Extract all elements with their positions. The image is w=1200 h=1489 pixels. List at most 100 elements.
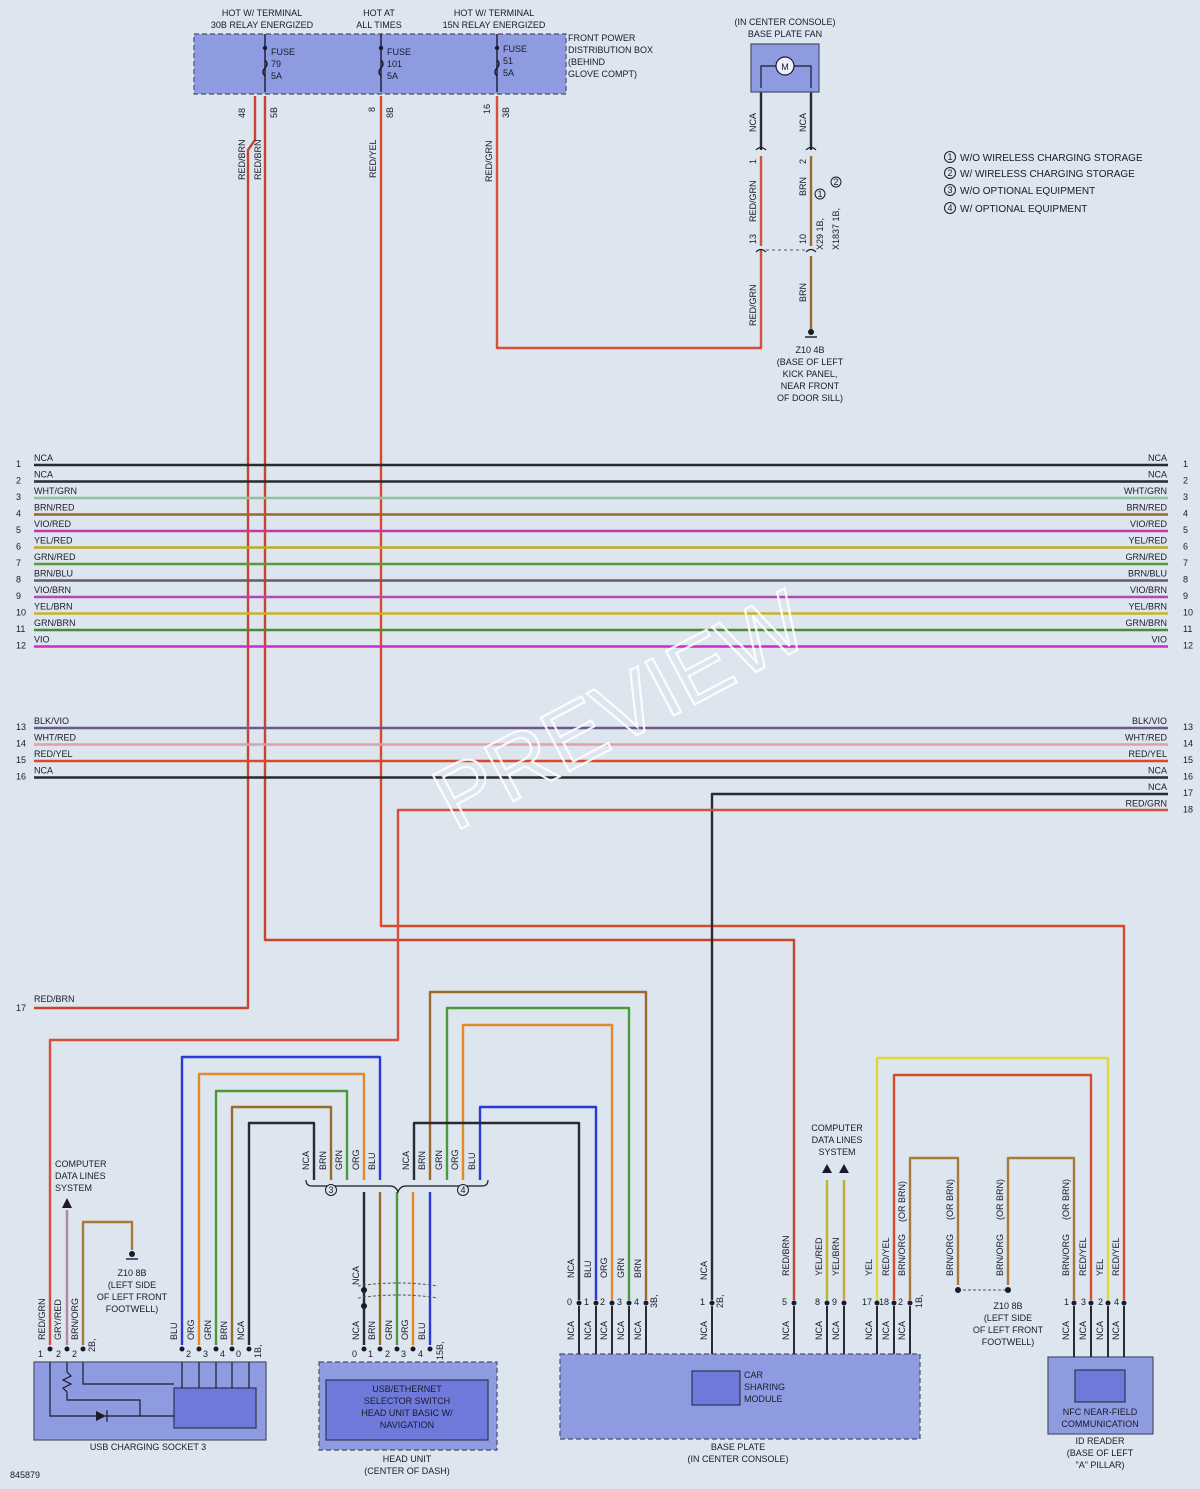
legend-text-3: W/O OPTIONAL EQUIPMENT xyxy=(960,186,1095,197)
usb-data-1: COMPUTER xyxy=(55,1159,107,1169)
data-arrow-icon xyxy=(822,1164,832,1173)
splice3-wire-3: GRN xyxy=(334,1150,344,1170)
hu-pin-3: 2 xyxy=(385,1349,390,1359)
hu-name-2: (CENTER OF DASH) xyxy=(364,1466,450,1476)
wire-layer xyxy=(34,88,1168,1345)
id-upper-2: RED/YEL xyxy=(1078,1237,1088,1276)
bp-name-2: (IN CENTER CONSOLE) xyxy=(687,1454,788,1464)
mg-or-brn-2: (OR BRN) xyxy=(995,1179,1005,1220)
fan-pin-1: 1 xyxy=(748,159,758,164)
bp-c-upper-5: BRN/ORG xyxy=(897,1234,907,1276)
usb-wire-6: GRN xyxy=(203,1320,213,1340)
id-upper-1: BRN/ORG xyxy=(1061,1234,1071,1276)
bus-label-left-13: BLK/VIO xyxy=(34,716,69,726)
id-pin-3: 2 xyxy=(1098,1297,1103,1307)
bus-num-left-6: 6 xyxy=(16,542,21,552)
bp-c-lower-4: NCA xyxy=(881,1321,891,1340)
bp-a-conn: 3B, xyxy=(649,1294,659,1308)
bp-inner-1: CAR xyxy=(744,1370,764,1380)
usb-pin-4: 2 xyxy=(186,1349,191,1359)
fuse-79-wire-b: RED/BRN xyxy=(253,139,263,180)
bp-c-lower-5: NCA xyxy=(897,1321,907,1340)
fuse-icon xyxy=(262,59,268,77)
bus-label-left-2: NCA xyxy=(34,470,53,480)
bp-c-lower-1: NCA xyxy=(814,1321,824,1340)
usb-charging-socket: RED/GRN GRY/RED BRN/ORG 2B, BLU ORG GRN … xyxy=(33,1159,267,1452)
hu-pin-5: 4 xyxy=(418,1349,423,1359)
usb-wire-4: BLU xyxy=(169,1322,179,1340)
wire-hu-blu-top xyxy=(478,1105,598,1300)
id-pin-1: 1 xyxy=(1064,1297,1069,1307)
bus-num-right-8: 8 xyxy=(1183,575,1188,585)
legend-item-4: 4 W/ OPTIONAL EQUIPMENT xyxy=(944,202,1087,215)
splice3-wire-5: BLU xyxy=(367,1152,377,1170)
hu-inner-1: USB/ETHERNET xyxy=(372,1384,442,1394)
hu-wire-1: NCA xyxy=(351,1321,361,1340)
wire-usb-brn-org xyxy=(81,1220,134,1345)
bp-c-pin-0: 5 xyxy=(782,1297,787,1307)
id-lower-2: NCA xyxy=(1078,1321,1088,1340)
hu-wire-3: GRN xyxy=(384,1320,394,1340)
front-power-distribution-box: HOT W/ TERMINAL 30B RELAY ENERGIZED HOT … xyxy=(193,8,653,182)
wire-nca-17 xyxy=(710,792,1168,1300)
fan-ground-3: KICK PANEL, xyxy=(783,369,838,379)
bus-label-left-9: VIO/BRN xyxy=(34,585,71,595)
bp-c-upper-2: YEL/BRN xyxy=(831,1237,841,1276)
bus-label-left-6: YEL/RED xyxy=(34,536,73,546)
bus-num-right-10: 10 xyxy=(1183,608,1193,618)
fuse-51-number: 51 xyxy=(503,56,513,66)
hot-label-2a: HOT AT xyxy=(363,8,395,18)
fan-ground-5: OF DOOR SILL) xyxy=(777,393,843,403)
fuse-101: FUSE 101 5A xyxy=(378,34,411,92)
bp-b-upper: NCA xyxy=(699,1261,709,1280)
bp-c-pin-2: 9 xyxy=(832,1297,837,1307)
bus-label-right-8: BRN/BLU xyxy=(1128,569,1167,579)
connector-pins xyxy=(47,1300,1127,1352)
legend-item-1: 1 W/O WIRELESS CHARGING STORAGE xyxy=(944,151,1143,164)
bp-c-upper-0: RED/BRN xyxy=(781,1235,791,1276)
svg-text:1: 1 xyxy=(817,189,822,199)
fuse-79-label: FUSE xyxy=(271,47,295,57)
usb-pin-3: 2 xyxy=(72,1349,77,1359)
bus-left-17-num: 17 xyxy=(16,1003,26,1013)
bus-num-right-1: 1 xyxy=(1183,459,1188,469)
hot-label-2b: ALL TIMES xyxy=(356,20,402,30)
wire-red-brn-left xyxy=(34,96,257,1010)
bus-num-left-14: 14 xyxy=(16,739,26,749)
hot-label-3a: HOT W/ TERMINAL xyxy=(454,8,534,18)
splice3-wire-2: BRN xyxy=(318,1151,328,1170)
bp-inner-2: SHARING xyxy=(744,1382,785,1392)
bus-label-right-12: VIO xyxy=(1151,635,1167,645)
bp-a-upper-2: ORG xyxy=(599,1257,609,1278)
wire-usb-grn xyxy=(214,1089,349,1345)
bus-label-right-10: YEL/BRN xyxy=(1128,602,1167,612)
bus-label-left-16: NCA xyxy=(34,766,53,776)
bp-a-lower-4: NCA xyxy=(633,1321,643,1340)
fuse-51-label: FUSE xyxy=(503,44,527,54)
bus-label-left-5: VIO/RED xyxy=(34,519,72,529)
fuse-box-outline xyxy=(193,33,567,95)
svg-text:2: 2 xyxy=(833,177,838,187)
fuse-51: FUSE 51 5A xyxy=(494,34,527,92)
middle-ground: BRN/ORG (OR BRN) BRN/ORG (OR BRN) Z10 8B… xyxy=(945,1179,1044,1347)
bus-num-left-3: 3 xyxy=(16,492,21,502)
bus-num-right-14: 14 xyxy=(1183,739,1193,749)
usb-internal-circuit xyxy=(49,1362,174,1417)
splice-bracket: NCA BRN GRN ORG BLU NCA BRN GRN ORG BLU … xyxy=(301,1149,489,1196)
bus-num-left-11: 11 xyxy=(16,624,25,634)
bus-num-right-6: 6 xyxy=(1183,542,1188,552)
hu-inner-2: SELECTOR SWITCH xyxy=(364,1396,450,1406)
bp-inner-3: MODULE xyxy=(744,1394,783,1404)
svg-text:4: 4 xyxy=(460,1185,465,1195)
bus-label-right-4: BRN/RED xyxy=(1126,503,1167,513)
bus-num-right-2: 2 xyxy=(1183,476,1188,486)
wire-usb-blu xyxy=(180,1055,382,1345)
bus-label-right-6: YEL/RED xyxy=(1128,536,1167,546)
id-name-3: "A" PILLAR) xyxy=(1076,1460,1125,1470)
fan-wire-nca-1: NCA xyxy=(748,113,758,132)
bus-label-right-5: VIO/RED xyxy=(1130,519,1168,529)
fan-wire-nca-2: NCA xyxy=(798,113,808,132)
usb-ground-2: (LEFT SIDE xyxy=(108,1280,156,1290)
id-upper-3: YEL xyxy=(1095,1259,1105,1276)
